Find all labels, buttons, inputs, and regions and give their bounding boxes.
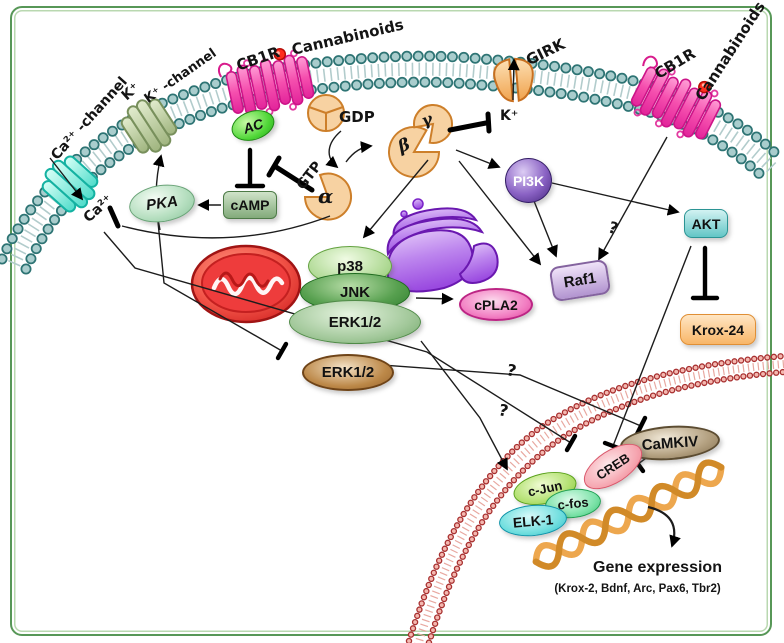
k-efflux-label: K⁺ (500, 108, 519, 124)
pi3k-node: PI3K (505, 158, 552, 203)
alpha-label: α (318, 184, 334, 208)
tbar-creb-left (564, 433, 578, 453)
gene-list-label: (Krox-2, Bdnf, Arc, Pax6, Tbr2) (554, 583, 721, 595)
line-pka-inhibits-erk-cyt (157, 221, 283, 352)
g-protein-gdp-trimer (307, 94, 345, 132)
erk12-node: ERK1/2 (289, 300, 421, 344)
diagram-frame (10, 6, 772, 636)
g-gamma-subunit (413, 104, 453, 144)
line-ca-question-creb (103, 231, 572, 444)
line-alpha-inhibits-ac (273, 164, 315, 193)
nuclear-membrane-outer-leaflet-fill (407, 354, 784, 643)
arrow-pi3k-to-akt (551, 182, 680, 216)
potassium-channel (120, 98, 178, 154)
tbar-ac (266, 155, 282, 178)
g-beta-subunit (388, 125, 441, 178)
erk12-cytoplasmic-node: ERK1/2 (302, 354, 394, 391)
nuclear-membrane-inner-leaflet-fill (426, 370, 784, 643)
cb1r-receptor-right (630, 55, 722, 140)
cannabinoid-ligand-right (698, 80, 711, 94)
arrow-jnk-to-cpla2 (415, 292, 454, 305)
arrow-exchange-to-betagamma (345, 141, 373, 163)
arrow-betagamma-to-raf1 (458, 160, 542, 266)
cpla2-node: cPLA2 (459, 288, 533, 321)
tbar-k-efflux (485, 111, 492, 134)
arrow-dna-to-gene-expression (647, 505, 681, 548)
tbar-erk-cyt (275, 341, 289, 361)
plasma-membrane-tails (8, 62, 777, 267)
arrow-betagamma-to-p38 (362, 159, 429, 239)
arrow-gdp-to-gtp (325, 130, 342, 169)
line-betagamma-inhibits-k (447, 120, 489, 133)
nuclear-membrane (405, 352, 784, 643)
arrow-erk-to-cjun (420, 340, 508, 471)
krox24-node: Krox-24 (680, 314, 756, 345)
g-protein-complex (303, 94, 453, 221)
line-erkcyt-question-camkiv (353, 362, 642, 427)
golgi-apparatus (386, 198, 499, 293)
cb1r-receptor-left (217, 48, 315, 121)
camp-node: cAMP (223, 191, 277, 219)
cannabinoid-ligand-left (273, 48, 287, 61)
arrow-pi3k-to-raf1 (533, 200, 558, 258)
nuclear-membrane-inner-leaflet (425, 368, 784, 643)
tbar-calcium (107, 205, 121, 229)
arrow-calcium-influx (49, 157, 84, 201)
g-alpha-subunit (303, 172, 352, 221)
mitochondria (190, 244, 302, 324)
arrow-cb1r-question-raf1 (598, 136, 668, 261)
dna-helix (532, 459, 725, 570)
line-alpha-inhibits-calcium (121, 215, 331, 239)
gene-expression-label: Gene expression (593, 559, 722, 576)
line-akt-inhibits-creb (612, 245, 692, 447)
akt-node: AKT (684, 209, 728, 238)
gdp-label: GDP (339, 108, 375, 126)
arrow-k-efflux-girk (507, 58, 520, 101)
arrow-betagamma-to-pi3k (455, 149, 501, 169)
